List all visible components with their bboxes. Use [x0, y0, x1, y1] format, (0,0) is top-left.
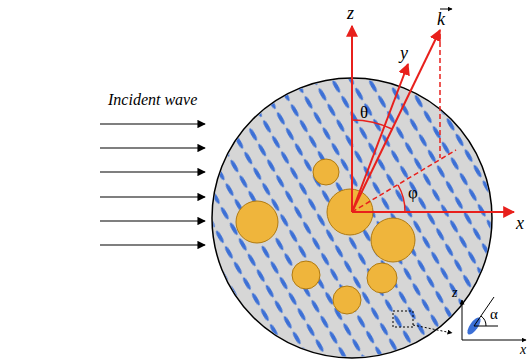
ellipsoid-inclusions [200, 70, 510, 362]
inset-detail [462, 297, 526, 340]
angle-label: α [490, 307, 498, 322]
axis-label: z [347, 4, 354, 22]
incident-arrows [100, 124, 205, 245]
axis-label: y [400, 44, 408, 62]
angle-label: φ [408, 184, 418, 201]
caption-text: Incident wave [108, 92, 197, 108]
angle-label: θ [360, 104, 368, 121]
axis-label: x [516, 214, 524, 232]
vector-label: k [437, 10, 445, 28]
axis-label: z [452, 286, 457, 300]
inset-box [393, 311, 413, 327]
inset-pointer [413, 325, 452, 333]
axis-label: x [520, 343, 526, 357]
spherical-inclusions [236, 159, 415, 314]
axes [352, 26, 514, 212]
